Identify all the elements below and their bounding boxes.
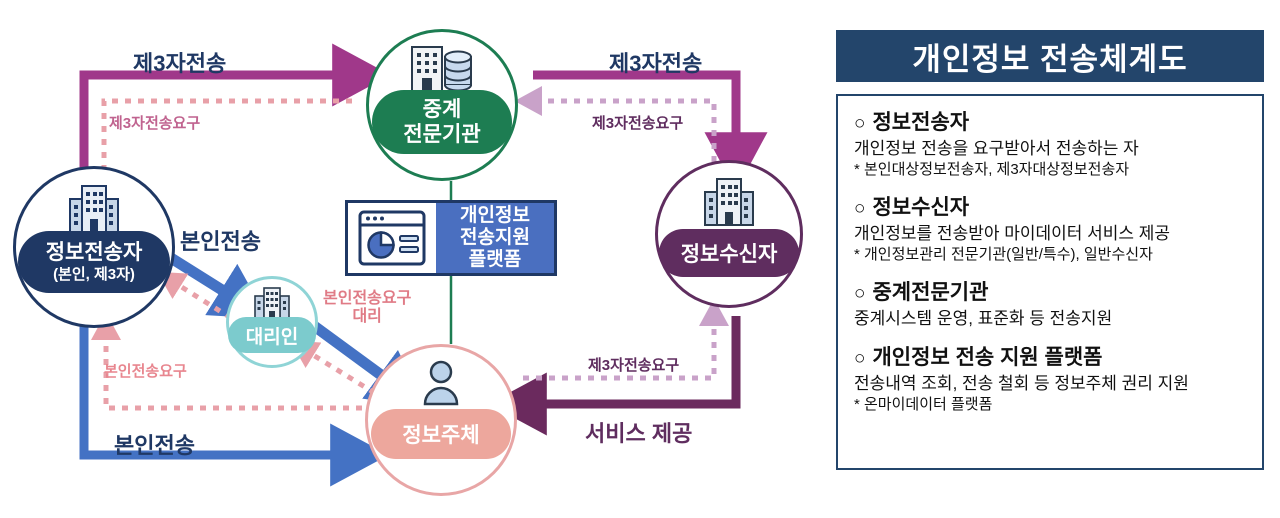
legend-item: ○ 정보수신자 개인정보를 전송받아 마이데이터 서비스 제공 * 개인정보관리 … [854, 195, 1246, 265]
label-third-party-transfer-right: 제3자전송 [609, 51, 703, 76]
legend-list: ○ 정보전송자 개인정보 전송을 요구받아서 전송하는 자 * 본인대상정보전송자… [836, 94, 1264, 470]
node-broker-label-line1: 중계 [422, 98, 462, 121]
transfer-support-platform-box[interactable]: 개인정보 전송지원 플랫폼 [345, 200, 557, 276]
arrow-third-party-transfer-right [533, 70, 768, 191]
circle-bullet-icon: ○ [854, 283, 866, 304]
label-self-transfer-bottom: 본인전송 [114, 433, 195, 458]
node-sender-pill: 정보전송자 (본인, 제3자) [18, 231, 170, 293]
building-icon [66, 183, 122, 238]
legend-item-note: * 개인정보관리 전문기관(일반/특수), 일반수신자 [854, 246, 1153, 263]
legend-item-head: ○ 중계전문기관 [854, 280, 1246, 307]
platform-label: 개인정보 전송지원 플랫폼 [436, 203, 554, 273]
label-third-party-request-left: 제3자전송요구 [109, 115, 201, 132]
node-information-sender[interactable]: 정보전송자 (본인, 제3자) [13, 166, 175, 328]
label-third-party-transfer-left: 제3자전송 [133, 51, 227, 76]
legend-item-head: ○ 개인정보 전송 지원 플랫폼 [854, 345, 1246, 372]
node-information-receiver[interactable]: 정보수신자 [655, 160, 803, 308]
legend-item-head: ○ 정보수신자 [854, 195, 1246, 222]
legend-item-desc: 중계시스템 운영, 표준화 등 전송지원 [854, 309, 1113, 328]
legend-head-text: 정보수신자 [872, 196, 970, 219]
label-third-party-request-bottom: 제3자전송요구 [588, 357, 680, 374]
node-subject-pill: 정보주체 [371, 409, 511, 459]
arrow-self-transfer-to-agent [160, 248, 268, 319]
person-icon [417, 360, 465, 411]
circle-bullet-icon: ○ [854, 348, 866, 369]
node-broker-label-line2: 전문기관 [403, 123, 481, 146]
node-agent[interactable]: 대리인 [226, 276, 318, 368]
node-receiver-label: 정보수신자 [680, 243, 778, 266]
label-self-transfer-request-bottom: 본인전송요구 [104, 363, 187, 380]
node-agent-label: 대리인 [245, 326, 299, 348]
arrow-self-transfer-bottom [79, 324, 389, 487]
building-icon [253, 286, 291, 325]
legend-item: ○ 정보전송자 개인정보 전송을 요구받아서 전송하는 자 * 본인대상정보전송자… [854, 110, 1246, 180]
arrow-third-party-request-left [89, 98, 352, 200]
legend-item-note: * 본인대상정보전송자, 제3자대상정보전송자 [854, 161, 1130, 178]
legend-item: ○ 중계전문기관 중계시스템 운영, 표준화 등 전송지원 [854, 280, 1246, 330]
arrow-service-provision [488, 316, 741, 436]
node-agent-pill: 대리인 [228, 317, 316, 353]
node-data-subject[interactable]: 정보주체 [365, 344, 517, 496]
label-third-party-request-right: 제3자전송요구 [592, 115, 684, 132]
legend-item-desc: 개인정보를 전송받아 마이데이터 서비스 제공 [854, 224, 1171, 243]
arrow-third-party-request-right [514, 86, 717, 162]
legend-head-text: 중계전문기관 [872, 281, 989, 304]
node-subject-label: 정보주체 [402, 424, 480, 447]
diagram-connectors [79, 43, 768, 487]
legend-head-text: 정보전송자 [872, 111, 970, 134]
node-relay-agency[interactable]: 중계 전문기관 [366, 29, 518, 181]
node-receiver-pill: 정보수신자 [659, 229, 799, 277]
platform-label-line2: 전송지원 [460, 227, 530, 248]
label-agent-request-line1: 본인전송요구 [323, 290, 412, 307]
platform-label-line3: 플랫폼 [468, 249, 522, 270]
node-sender-label: 정보전송자 [45, 240, 143, 264]
circle-bullet-icon: ○ [854, 198, 866, 219]
legend-item-desc: 개인정보 전송을 요구받아서 전송하는 자 [854, 139, 1139, 158]
node-sender-sublabel: (본인, 제3자) [53, 265, 135, 283]
label-service-provision: 서비스 제공 [585, 421, 693, 446]
building-icon [701, 176, 757, 231]
legend-item-desc: 전송내역 조회, 전송 철회 등 정보주체 권리 지원 [854, 374, 1189, 393]
label-agent-request-line2: 대리 [352, 308, 382, 325]
building-database-icon [409, 45, 475, 98]
legend-head-text: 개인정보 전송 지원 플랫폼 [872, 346, 1103, 369]
label-agent-request: 본인전송요구 대리 [323, 290, 411, 326]
legend-item-head: ○ 정보전송자 [854, 110, 1246, 137]
legend-item: ○ 개인정보 전송 지원 플랫폼 전송내역 조회, 전송 철회 등 정보주체 권리… [854, 345, 1246, 415]
node-broker-pill: 중계 전문기관 [372, 90, 512, 154]
arrow-third-party-transfer-left [79, 43, 391, 170]
dashboard-chart-icon [348, 203, 436, 273]
transfer-system-diagram: 정보전송자 (본인, 제3자) [13, 29, 803, 496]
circle-bullet-icon: ○ [854, 113, 866, 134]
legend-item-note: * 온마이데이터 플랫폼 [854, 396, 993, 413]
panel-title: 개인정보 전송체계도 [836, 30, 1264, 82]
label-self-transfer-diagonal: 본인전송 [180, 229, 261, 254]
platform-label-line1: 개인정보 [460, 205, 530, 226]
legend-panel: 개인정보 전송체계도 ○ 정보전송자 개인정보 전송을 요구받아서 전송하는 자 … [836, 30, 1264, 478]
